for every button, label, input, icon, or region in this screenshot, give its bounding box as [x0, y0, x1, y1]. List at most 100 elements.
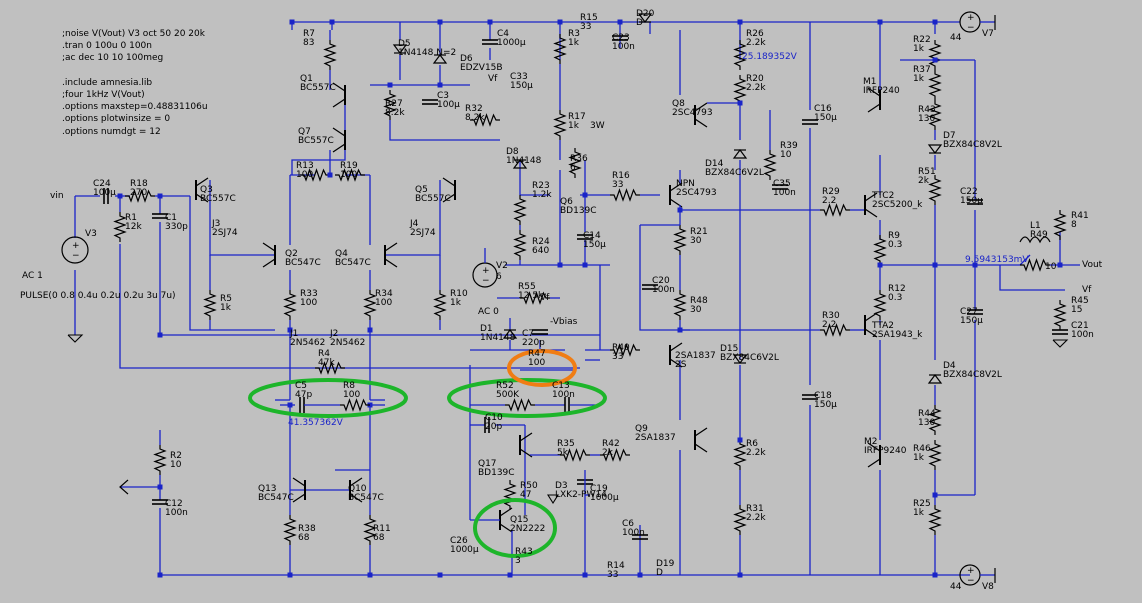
component-r49: 10: [1045, 263, 1056, 272]
component-value: 10: [780, 150, 792, 160]
component-label: C23: [612, 33, 630, 43]
spice-directive-line: .options plotwinsize = 0: [62, 114, 171, 125]
component-value: D: [656, 568, 663, 578]
component-value: 100: [343, 390, 361, 400]
source-label: 44: [950, 33, 962, 43]
component-value: BZX84C6V2L: [705, 168, 764, 178]
resistor-symbol: [323, 40, 337, 70]
component-value: 2SC4793: [672, 108, 713, 118]
diode-symbol: [732, 354, 748, 364]
source-label: V2: [496, 261, 508, 271]
component-label: C14: [583, 231, 601, 241]
component-value: BC557C: [298, 136, 334, 146]
spice-directive-line: ;four 1kHz V(Vout): [62, 90, 145, 101]
wire: [189, 196, 275, 331]
component-value: 2SC4793: [676, 188, 717, 198]
ground-symbol: [1052, 339, 1069, 348]
component-value: LXK2-PW14: [555, 490, 607, 500]
component-label: Q2: [285, 249, 298, 259]
component-value: 100: [296, 170, 314, 180]
resistor-symbol: [673, 225, 687, 255]
component-value: 2N5462: [290, 338, 326, 348]
transistor-lead: [442, 193, 456, 203]
component-value: 33: [580, 22, 592, 32]
measurement-label: 41.357362V: [288, 418, 343, 428]
junction-dot: [677, 207, 683, 213]
transistor-lead: [669, 182, 683, 192]
voltage-source: [61, 236, 89, 264]
transistor-lead: [864, 328, 878, 338]
resistor-symbol: [928, 40, 942, 70]
component-label: R2: [170, 451, 182, 461]
source-label: AC 1: [22, 271, 43, 281]
component-label: D20: [636, 9, 655, 19]
component-label: R50: [520, 481, 538, 491]
component-value: 100n: [773, 188, 796, 198]
component-value: 83: [303, 38, 315, 48]
component-value: 3W: [590, 121, 605, 131]
component-value: 47p: [295, 390, 313, 400]
component-value: 33: [612, 352, 624, 362]
component-value: 100n: [165, 508, 188, 518]
component-value: 1N4148: [480, 333, 516, 343]
ground-symbol: [67, 334, 84, 343]
component-value: EDZV15B: [460, 63, 503, 73]
component-value: 2k: [602, 448, 613, 458]
component-value: 130: [918, 418, 936, 428]
junction-dot: [117, 193, 123, 199]
junction-dot: [487, 19, 493, 25]
component-label: C10: [485, 413, 503, 423]
component-value: BZX84C8V2L: [943, 370, 1002, 380]
component-label: C24: [93, 179, 111, 189]
component-label: Q4: [335, 249, 348, 259]
transistor-lead: [864, 192, 878, 202]
component-value: 100: [528, 358, 546, 368]
resistor-symbol: [283, 515, 297, 545]
junction-dot: [387, 82, 393, 88]
component-value: 1000µ: [497, 38, 526, 48]
transistor-lead: [292, 477, 306, 487]
diode-symbol: [927, 144, 943, 154]
transistor-lead: [442, 177, 456, 187]
component-label: C26: [450, 536, 468, 546]
component-value: 6: [570, 163, 576, 173]
component-value: 1k: [220, 303, 231, 313]
component-value: BC547C: [348, 493, 384, 503]
highlight-ellipse-q15: [473, 498, 557, 558]
component-label: R32: [465, 104, 483, 114]
diode-symbol: [512, 159, 528, 169]
component-label: R36: [570, 154, 588, 164]
component-value: BC557C: [300, 83, 336, 93]
component-value: 150µ: [960, 196, 983, 206]
component-label: R44: [918, 409, 936, 419]
component-label: C20: [652, 276, 670, 286]
junction-dot: [157, 484, 163, 490]
component-label: R14: [607, 561, 625, 571]
component-value: 100: [375, 298, 393, 308]
highlight-ellipse-r52-c13: [447, 378, 607, 418]
component-label: R9: [888, 231, 900, 241]
component-label: R55: [518, 282, 536, 292]
component-label: R22: [913, 35, 931, 45]
net-label-vbias: -Vbias: [550, 317, 578, 327]
